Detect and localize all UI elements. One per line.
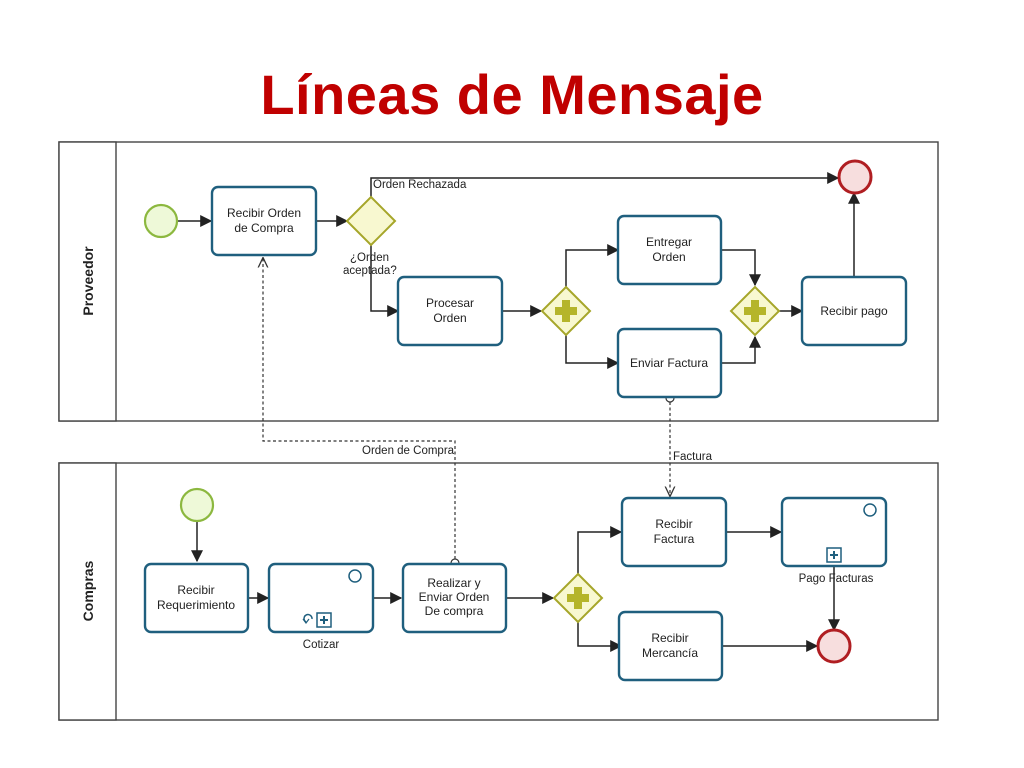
task-label-line: Requerimiento (157, 598, 235, 612)
gateway-parallel-join-proveedor[interactable] (729, 285, 781, 337)
flow-gateway-to-factura (565, 335, 620, 369)
task-label-line: Recibir (177, 583, 214, 597)
start-event-compras[interactable] (179, 487, 215, 523)
task-label-line: Recibir (655, 517, 692, 531)
flow-gateway-to-mercancia (577, 622, 623, 652)
task-label-line: Orden (433, 311, 466, 325)
gateway-parallel-split-compras[interactable] (552, 572, 604, 624)
task-recibir-requerimiento[interactable]: Recibir Requerimiento (143, 562, 250, 634)
task-realizar-enviar-orden[interactable]: Realizar y Enviar Orden De compra (401, 562, 508, 634)
task-label-line: Enviar Orden (419, 590, 490, 604)
lane-label-compras: Compras (80, 560, 96, 621)
task-recibir-pago[interactable]: Recibir pago (800, 275, 908, 347)
subprocess-expand-icon[interactable] (316, 612, 332, 628)
task-label-line: Procesar (426, 296, 474, 310)
end-event-compras[interactable] (816, 628, 852, 664)
task-procesar-orden[interactable]: Procesar Orden (396, 275, 504, 347)
end-event-proveedor[interactable] (837, 159, 873, 195)
task-label-line: Factura (654, 532, 695, 546)
task-label-line: Enviar Factura (630, 356, 708, 370)
task-label-line: Orden (652, 250, 685, 264)
subprocess-expand-icon[interactable] (826, 547, 842, 563)
task-enviar-factura[interactable]: Enviar Factura (616, 327, 723, 399)
label-orden-rechazada: Orden Rechazada (373, 179, 467, 191)
subprocess-cotizar[interactable]: Cotizar (267, 562, 375, 651)
task-recibir-mercancia[interactable]: Recibir Mercancía (617, 610, 724, 682)
task-label-line: Recibir pago (820, 304, 888, 318)
task-recibir-orden[interactable]: Recibir Orden de Compra (210, 185, 318, 257)
task-recibir-factura[interactable]: Recibir Factura (620, 496, 728, 568)
lane-label-proveedor: Proveedor (80, 246, 96, 316)
subprocess-pago-facturas[interactable]: Pago Facturas (780, 496, 888, 585)
task-label-line: Recibir Orden (227, 206, 301, 220)
label-factura: Factura (673, 451, 713, 463)
flow-factura-to-join (721, 335, 761, 364)
page-title: Líneas de Mensaje (260, 63, 764, 126)
label-orden-de-compra: Orden de Compra (362, 445, 455, 457)
task-label-line: Recibir (651, 631, 688, 645)
timer-circle-icon (348, 569, 362, 583)
flow-gateway-to-entregar (565, 244, 620, 287)
task-label-line: Entregar (646, 235, 692, 249)
flow-entregar-to-join (721, 249, 761, 287)
start-event-proveedor[interactable] (143, 203, 179, 239)
flow-orden-aceptada (370, 245, 400, 317)
label-orden-aceptada: aceptada? (343, 265, 397, 277)
flow-orden-rechazada (370, 172, 840, 197)
gateway-parallel-split-proveedor[interactable] (540, 285, 592, 337)
task-entregar-orden[interactable]: Entregar Orden (616, 214, 723, 286)
task-label-line: Mercancía (642, 646, 698, 660)
task-label-line: De compra (425, 604, 484, 618)
label-orden-aceptada: ¿Orden (350, 252, 389, 264)
task-label-line: Realizar y (427, 576, 480, 590)
gateway-orden-aceptada[interactable] (345, 195, 397, 247)
task-label-line: de Compra (234, 221, 294, 235)
subprocess-label-pago-facturas: Pago Facturas (799, 573, 874, 585)
timer-circle-icon (863, 503, 877, 517)
flow-gateway-to-recibir-factura (577, 526, 623, 574)
loop-icon (302, 613, 313, 624)
subprocess-label-cotizar: Cotizar (303, 639, 340, 651)
